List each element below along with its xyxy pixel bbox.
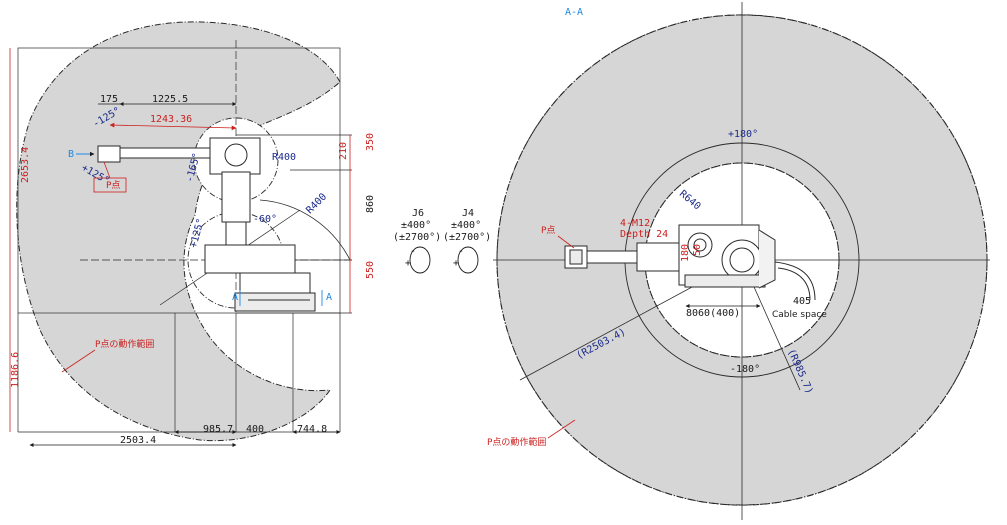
radius-r640-label: R640: [677, 188, 703, 212]
dim-405-label: 405: [793, 296, 811, 307]
angle-minus180-label: -180°: [730, 364, 760, 375]
robot-side-view: [97, 137, 316, 312]
radius-lower-label: R400: [304, 191, 329, 216]
angle-plus180-label: +180°: [728, 129, 758, 140]
joint-j4-range1: ±400°: [451, 220, 481, 231]
joint-j6-plus: +: [405, 258, 411, 269]
dim-860-label: 860: [365, 195, 376, 213]
dim-2503-label: 2503.4: [120, 435, 156, 446]
dim-2653-label: 2653.4: [20, 147, 31, 183]
base-dims-label: 8060(400): [686, 308, 740, 319]
joint-j4-rotation-icon: [457, 246, 479, 274]
dim-50-label: 50: [692, 244, 703, 256]
joint-j6-range1: ±400°: [401, 220, 431, 231]
dim-line-1243: [109, 122, 237, 131]
dim-744-label: 744.8: [297, 424, 327, 435]
mount-holes-label: 4-M12: [620, 218, 650, 229]
top-view-zone-leader: [547, 419, 576, 439]
dim-1225-label: 1225.5: [152, 94, 188, 105]
side-view-r400-arc: [259, 199, 351, 261]
side-view-p-point-leader: [103, 161, 111, 179]
view-marker-b: B: [68, 149, 74, 160]
side-view-p-point-label: P点: [106, 180, 120, 191]
mount-depth-label: Depth 24: [620, 229, 668, 240]
dim-210-label: 210: [338, 142, 349, 160]
top-view-zone-label: P点の動作範囲: [487, 436, 546, 448]
top-view: A-A +180° -180° R640 4-M12 Depth 24 180 …: [487, 2, 990, 520]
side-view-work-zone: [16, 21, 341, 442]
section-label-a-a: A-A: [565, 7, 583, 18]
joint-j6-minus: -: [410, 246, 416, 257]
angle-minus60-label: -60°: [253, 214, 277, 225]
top-view-p-point-label: P点: [541, 225, 555, 236]
joint-j6-name: J6: [412, 208, 424, 219]
joint-j6-rotation-icon: [409, 246, 431, 274]
dim-400-label: 400: [246, 424, 264, 435]
joint-j4-plus: +: [453, 258, 459, 269]
joint-j4-name: J4: [462, 208, 474, 219]
dim-350-label: 350: [365, 133, 376, 151]
dim-985-label: 985.7: [203, 424, 233, 435]
cable-space-label: Cable space: [772, 310, 827, 320]
dim-1186-label: 1186.6: [10, 352, 21, 388]
radius-upper-label: R400: [272, 152, 296, 163]
top-view-p-point-leader: [557, 235, 575, 249]
view-marker-a-right: A: [326, 292, 332, 303]
view-marker-a-left: A: [232, 292, 238, 303]
dim-550-label: 550: [365, 261, 376, 279]
dim-180-label: 180: [680, 244, 691, 262]
joint-j4-minus: -: [458, 246, 464, 257]
side-view-zone-leader: [61, 349, 96, 373]
side-view: 175 1225.5 1243.36 2653.4 1186.6 2503.4 …: [9, 21, 376, 447]
dim-1243-label: 1243.36: [150, 114, 192, 125]
robot-top-view: [564, 224, 816, 301]
dim-175-label: 175: [100, 94, 118, 105]
joint-symbols: J6 ±400° (±2700°) - + J4 ±400° (±2700°) …: [393, 208, 491, 274]
joint-j6-range2: (±2700°): [393, 232, 441, 243]
joint-j4-range2: (±2700°): [443, 232, 491, 243]
side-view-zone-label: P点の動作範囲: [95, 338, 154, 350]
